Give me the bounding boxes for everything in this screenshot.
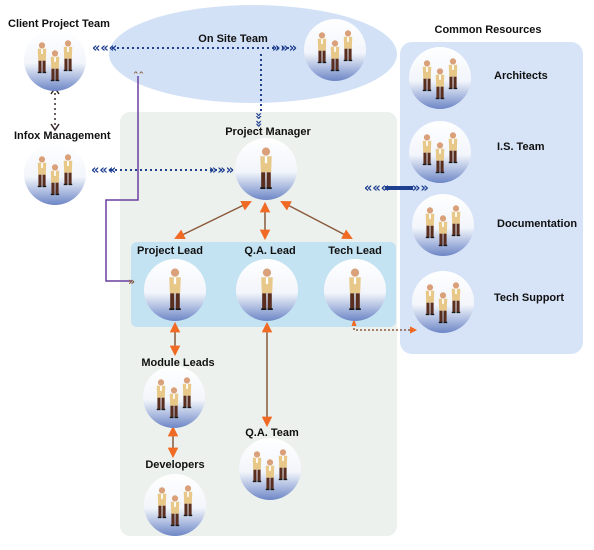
tech-support-label: Tech Support <box>494 292 565 304</box>
chevrons-left-icon: ««« <box>92 41 117 56</box>
pm-project-lead-connector <box>174 200 252 240</box>
group-of-people-icon <box>143 366 205 428</box>
architects-node[interactable] <box>408 46 472 110</box>
pm-common-bar <box>385 186 413 190</box>
pm-tech-lead-connector <box>280 201 353 239</box>
project-lead-label: Project Lead <box>136 245 204 257</box>
qa-lead-node[interactable] <box>235 258 299 322</box>
documentation-label: Documentation <box>497 218 578 230</box>
tech-lead-label: Tech Lead <box>328 245 382 257</box>
qa-lead-label: Q.A. Lead <box>244 245 296 257</box>
group-of-people-icon <box>24 143 86 205</box>
client-project-team-label: Client Project Team <box>8 18 110 30</box>
group-of-people-icon <box>412 194 474 256</box>
project-lead-node[interactable] <box>143 258 207 322</box>
documentation-node[interactable] <box>411 193 475 257</box>
infox-management-label: Infox Management <box>14 130 111 142</box>
person-icon <box>235 138 297 200</box>
group-of-people-icon <box>24 29 86 91</box>
chevrons-left-icon: ««« <box>364 181 389 196</box>
is-team-label: I.S. Team <box>497 141 545 153</box>
group-of-people-icon <box>412 271 474 333</box>
tech-lead-node[interactable] <box>323 258 387 322</box>
module-leads-node[interactable] <box>142 365 206 429</box>
chevrons-right-icon: »»» <box>209 163 234 178</box>
arrow-down-icon <box>50 123 60 132</box>
person-icon <box>324 259 386 321</box>
group-of-people-icon <box>239 438 301 500</box>
group-of-people-icon <box>409 121 471 183</box>
chevrons-right-icon: »»» <box>272 41 297 56</box>
chevron-up-icon: ˆˆ <box>133 70 144 83</box>
developers-label: Developers <box>145 459 205 471</box>
developers-node[interactable] <box>143 473 207 537</box>
chevrons-down-icon: »» <box>252 112 266 128</box>
person-icon <box>144 259 206 321</box>
person-icon <box>236 259 298 321</box>
chevrons-left-icon: ««« <box>91 163 116 178</box>
group-of-people-icon <box>304 19 366 81</box>
qa-team-node[interactable] <box>238 437 302 501</box>
qa-team-label: Q.A. Team <box>245 427 299 439</box>
chevron-right-icon: » <box>128 275 135 288</box>
client-project-team-node[interactable] <box>23 28 87 92</box>
module-leads-label: Module Leads <box>141 357 215 369</box>
architects-label: Architects <box>494 70 548 82</box>
arrow-right-icon <box>409 326 418 334</box>
project-manager-label: Project Manager <box>225 126 311 138</box>
project-manager-node[interactable] <box>234 137 298 201</box>
tech-lead-tech-support-connector <box>353 324 414 331</box>
group-of-people-icon <box>144 474 206 536</box>
group-of-people-icon <box>409 47 471 109</box>
chevrons-right-icon: »» <box>412 181 429 196</box>
is-team-node[interactable] <box>408 120 472 184</box>
infox-management-node[interactable] <box>23 142 87 206</box>
tech-support-node[interactable] <box>411 270 475 334</box>
on-site-team-label: On Site Team <box>198 33 268 45</box>
common-resources-label: Common Resources <box>434 24 542 36</box>
on-site-team-node[interactable] <box>303 18 367 82</box>
onsite-project-lead-connector <box>105 76 139 282</box>
